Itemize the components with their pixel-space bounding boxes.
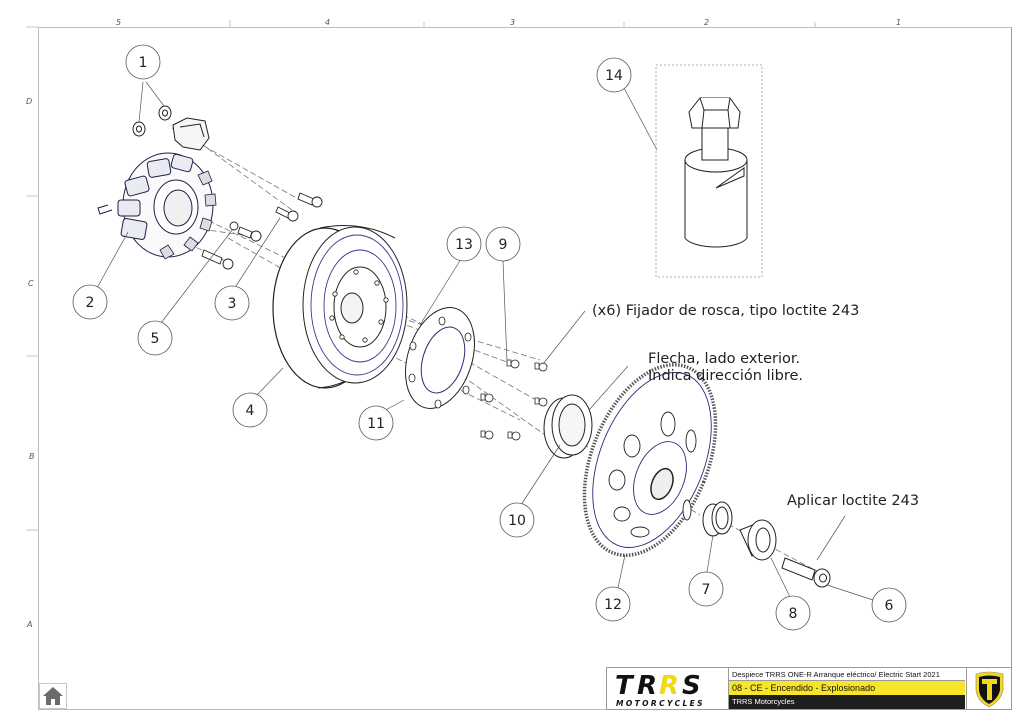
svg-text:R: R xyxy=(659,671,679,701)
note-arrow-line1: Flecha, lado exterior. xyxy=(648,351,801,367)
home-button[interactable] xyxy=(39,683,67,709)
part-12-starter-gear xyxy=(582,363,718,557)
svg-text:T: T xyxy=(615,671,635,701)
part-3-5-bolts xyxy=(201,192,323,270)
balloon-12 xyxy=(595,586,631,622)
title-block-description: Despiece TRRS ONE-R Arranque eléctrico/ … xyxy=(729,668,965,681)
balloon-3 xyxy=(214,285,250,321)
column-zone-2: 2 xyxy=(704,18,710,27)
balloon-label-8: 8 xyxy=(789,606,798,622)
part-4-flywheel xyxy=(272,225,408,389)
balloon-label-6: 6 xyxy=(885,598,894,614)
row-zone-a: A xyxy=(27,620,33,629)
column-zone-1: 1 xyxy=(896,18,902,27)
balloon-label-12: 12 xyxy=(604,597,622,613)
trrs-shield-badge xyxy=(966,668,1012,709)
balloon-11 xyxy=(358,405,394,441)
balloon-8 xyxy=(775,595,811,631)
row-zone-b: B xyxy=(29,452,35,461)
note-apply-loctite: Aplicar loctite 243 xyxy=(787,493,920,509)
balloon-10 xyxy=(499,502,535,538)
balloon-4 xyxy=(232,392,268,428)
balloons xyxy=(72,44,907,631)
title-block: T R R S MOTORCYCLES Despiece TRRS ONE-R … xyxy=(606,667,1012,710)
balloon-1 xyxy=(125,44,161,80)
balloon-5 xyxy=(137,320,173,356)
balloon-9 xyxy=(485,226,521,262)
balloon-6 xyxy=(871,587,907,623)
note-arrow-line2: Indica dirección libre. xyxy=(648,368,804,384)
balloon-14 xyxy=(596,57,632,93)
part-9-screws xyxy=(480,359,548,441)
balloon-13 xyxy=(446,226,482,262)
balloon-label-14: 14 xyxy=(605,68,623,84)
column-zone-5: 5 xyxy=(116,18,122,27)
svg-text:MOTORCYCLES: MOTORCYCLES xyxy=(616,699,705,708)
part-6-bolt xyxy=(781,557,831,588)
part-1-grommets xyxy=(132,105,210,151)
part-2-stator xyxy=(97,152,217,260)
note-threadlocker: (x6) Fijador de rosca, tipo loctite 243 xyxy=(592,303,860,319)
row-zone-d: D xyxy=(26,97,33,106)
balloon-label-2: 2 xyxy=(86,295,95,311)
balloon-label-11: 11 xyxy=(367,416,385,432)
balloon-label-7: 7 xyxy=(702,582,711,598)
svg-text:R: R xyxy=(637,671,657,701)
drawing-frame xyxy=(38,27,1012,710)
part-10-freewheel-bearing xyxy=(543,394,593,459)
balloon-label-3: 3 xyxy=(228,296,237,312)
title-block-drawing-title: 08 - CE - Encendido - Explosionado xyxy=(729,681,965,695)
balloon-label-4: 4 xyxy=(246,403,255,419)
row-zone-c: C xyxy=(28,279,34,288)
part-14-puller-tool xyxy=(655,64,763,278)
balloon-2 xyxy=(72,284,108,320)
part-11-freewheel-ring xyxy=(405,307,475,409)
part-7-bushing xyxy=(702,501,733,537)
balloon-7 xyxy=(688,571,724,607)
balloon-label-1: 1 xyxy=(139,55,148,71)
leader-lines xyxy=(96,81,874,601)
column-zone-3: 3 xyxy=(510,18,516,27)
shield-icon xyxy=(975,671,1004,708)
zone-ticks xyxy=(26,20,816,531)
balloon-label-13: 13 xyxy=(455,237,473,253)
balloon-label-9: 9 xyxy=(499,237,508,253)
column-zone-4: 4 xyxy=(325,18,331,27)
trrs-logo: T R R S MOTORCYCLES xyxy=(607,668,729,709)
part-8-spacer xyxy=(739,519,777,561)
balloon-label-5: 5 xyxy=(151,331,160,347)
title-block-company: TRRS Motorcycles xyxy=(729,695,965,709)
svg-text:S: S xyxy=(682,671,701,701)
balloon-label-10: 10 xyxy=(508,513,526,529)
home-icon xyxy=(43,687,63,705)
